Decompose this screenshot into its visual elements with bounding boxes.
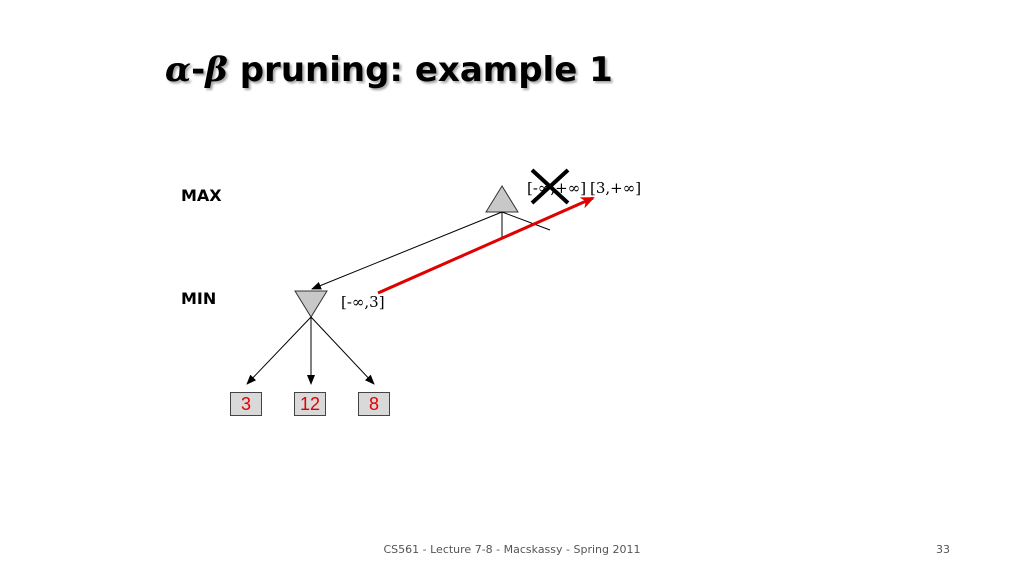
min-interval: [-∞,3] (341, 293, 385, 311)
title-alpha: α (165, 50, 192, 90)
title-beta: β (205, 50, 228, 90)
page-title: α-β pruning: example 1 (165, 50, 613, 90)
edge-root-to-min (311, 211, 503, 290)
edge-min-to-leaf-1 (246, 316, 312, 385)
page-number: 33 (936, 543, 950, 556)
leaf-node-1: 3 (230, 392, 262, 416)
leaf-node-3: 8 (358, 392, 390, 416)
root-new-interval: [3,+∞] (590, 179, 641, 197)
edge-min-to-leaf-3 (310, 316, 375, 385)
value-propagation-arrow (377, 196, 595, 295)
cross-out-icon (530, 168, 570, 205)
edge-root-right (501, 211, 551, 231)
title-dash: - (191, 50, 206, 90)
title-text: pruning: example 1 (227, 50, 613, 90)
min-level-label: MIN (181, 289, 217, 308)
max-level-label: MAX (181, 186, 222, 205)
footer-text: CS561 - Lecture 7-8 - Macskassy - Spring… (383, 543, 641, 556)
max-node (485, 185, 519, 213)
leaf-node-2: 12 (294, 392, 326, 416)
min-node (294, 290, 328, 318)
